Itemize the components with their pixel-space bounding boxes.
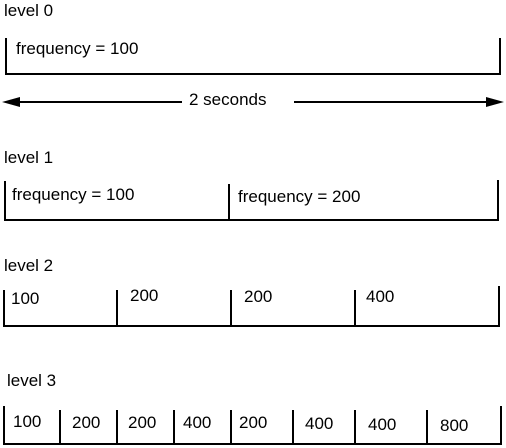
arrow-right-head <box>486 97 504 107</box>
level-2-label: level 2 <box>4 256 54 275</box>
level-3-segment-8-label: 800 <box>440 416 469 435</box>
level-2-segment-1-label: 100 <box>11 289 40 308</box>
level-3-segment-1-label: 100 <box>13 412 42 431</box>
level-3-segment-2-label: 200 <box>72 413 101 432</box>
level-3-bracket <box>3 406 502 445</box>
level-0-bracket <box>5 38 501 75</box>
level-3-segment-4-label: 400 <box>183 413 212 432</box>
level-1-label: level 1 <box>4 148 54 167</box>
level-3-segment-5-label: 200 <box>239 413 268 432</box>
level-3-segment-6-label: 400 <box>305 414 334 433</box>
level-3-segment-7-label: 400 <box>368 415 397 434</box>
level-3-segment-3-label: 200 <box>128 413 157 432</box>
level-2-segment-4-label: 400 <box>366 287 395 306</box>
level-1-bracket <box>4 180 499 221</box>
level-0-segment-1-label: frequency = 100 <box>16 39 139 58</box>
level-3-label: level 3 <box>7 371 57 390</box>
duration-label: 2 seconds <box>189 90 267 109</box>
level-0-label: level 0 <box>4 1 54 20</box>
level-2-bracket <box>3 286 500 327</box>
level-2-segment-3-label: 200 <box>244 287 273 306</box>
level-1-segment-1-label: frequency = 100 <box>12 185 135 204</box>
arrow-left-head <box>2 97 20 107</box>
duration-arrow <box>2 97 504 107</box>
level-2-segment-2-label: 200 <box>130 286 159 305</box>
level-1-segment-2-label: frequency = 200 <box>238 187 361 206</box>
